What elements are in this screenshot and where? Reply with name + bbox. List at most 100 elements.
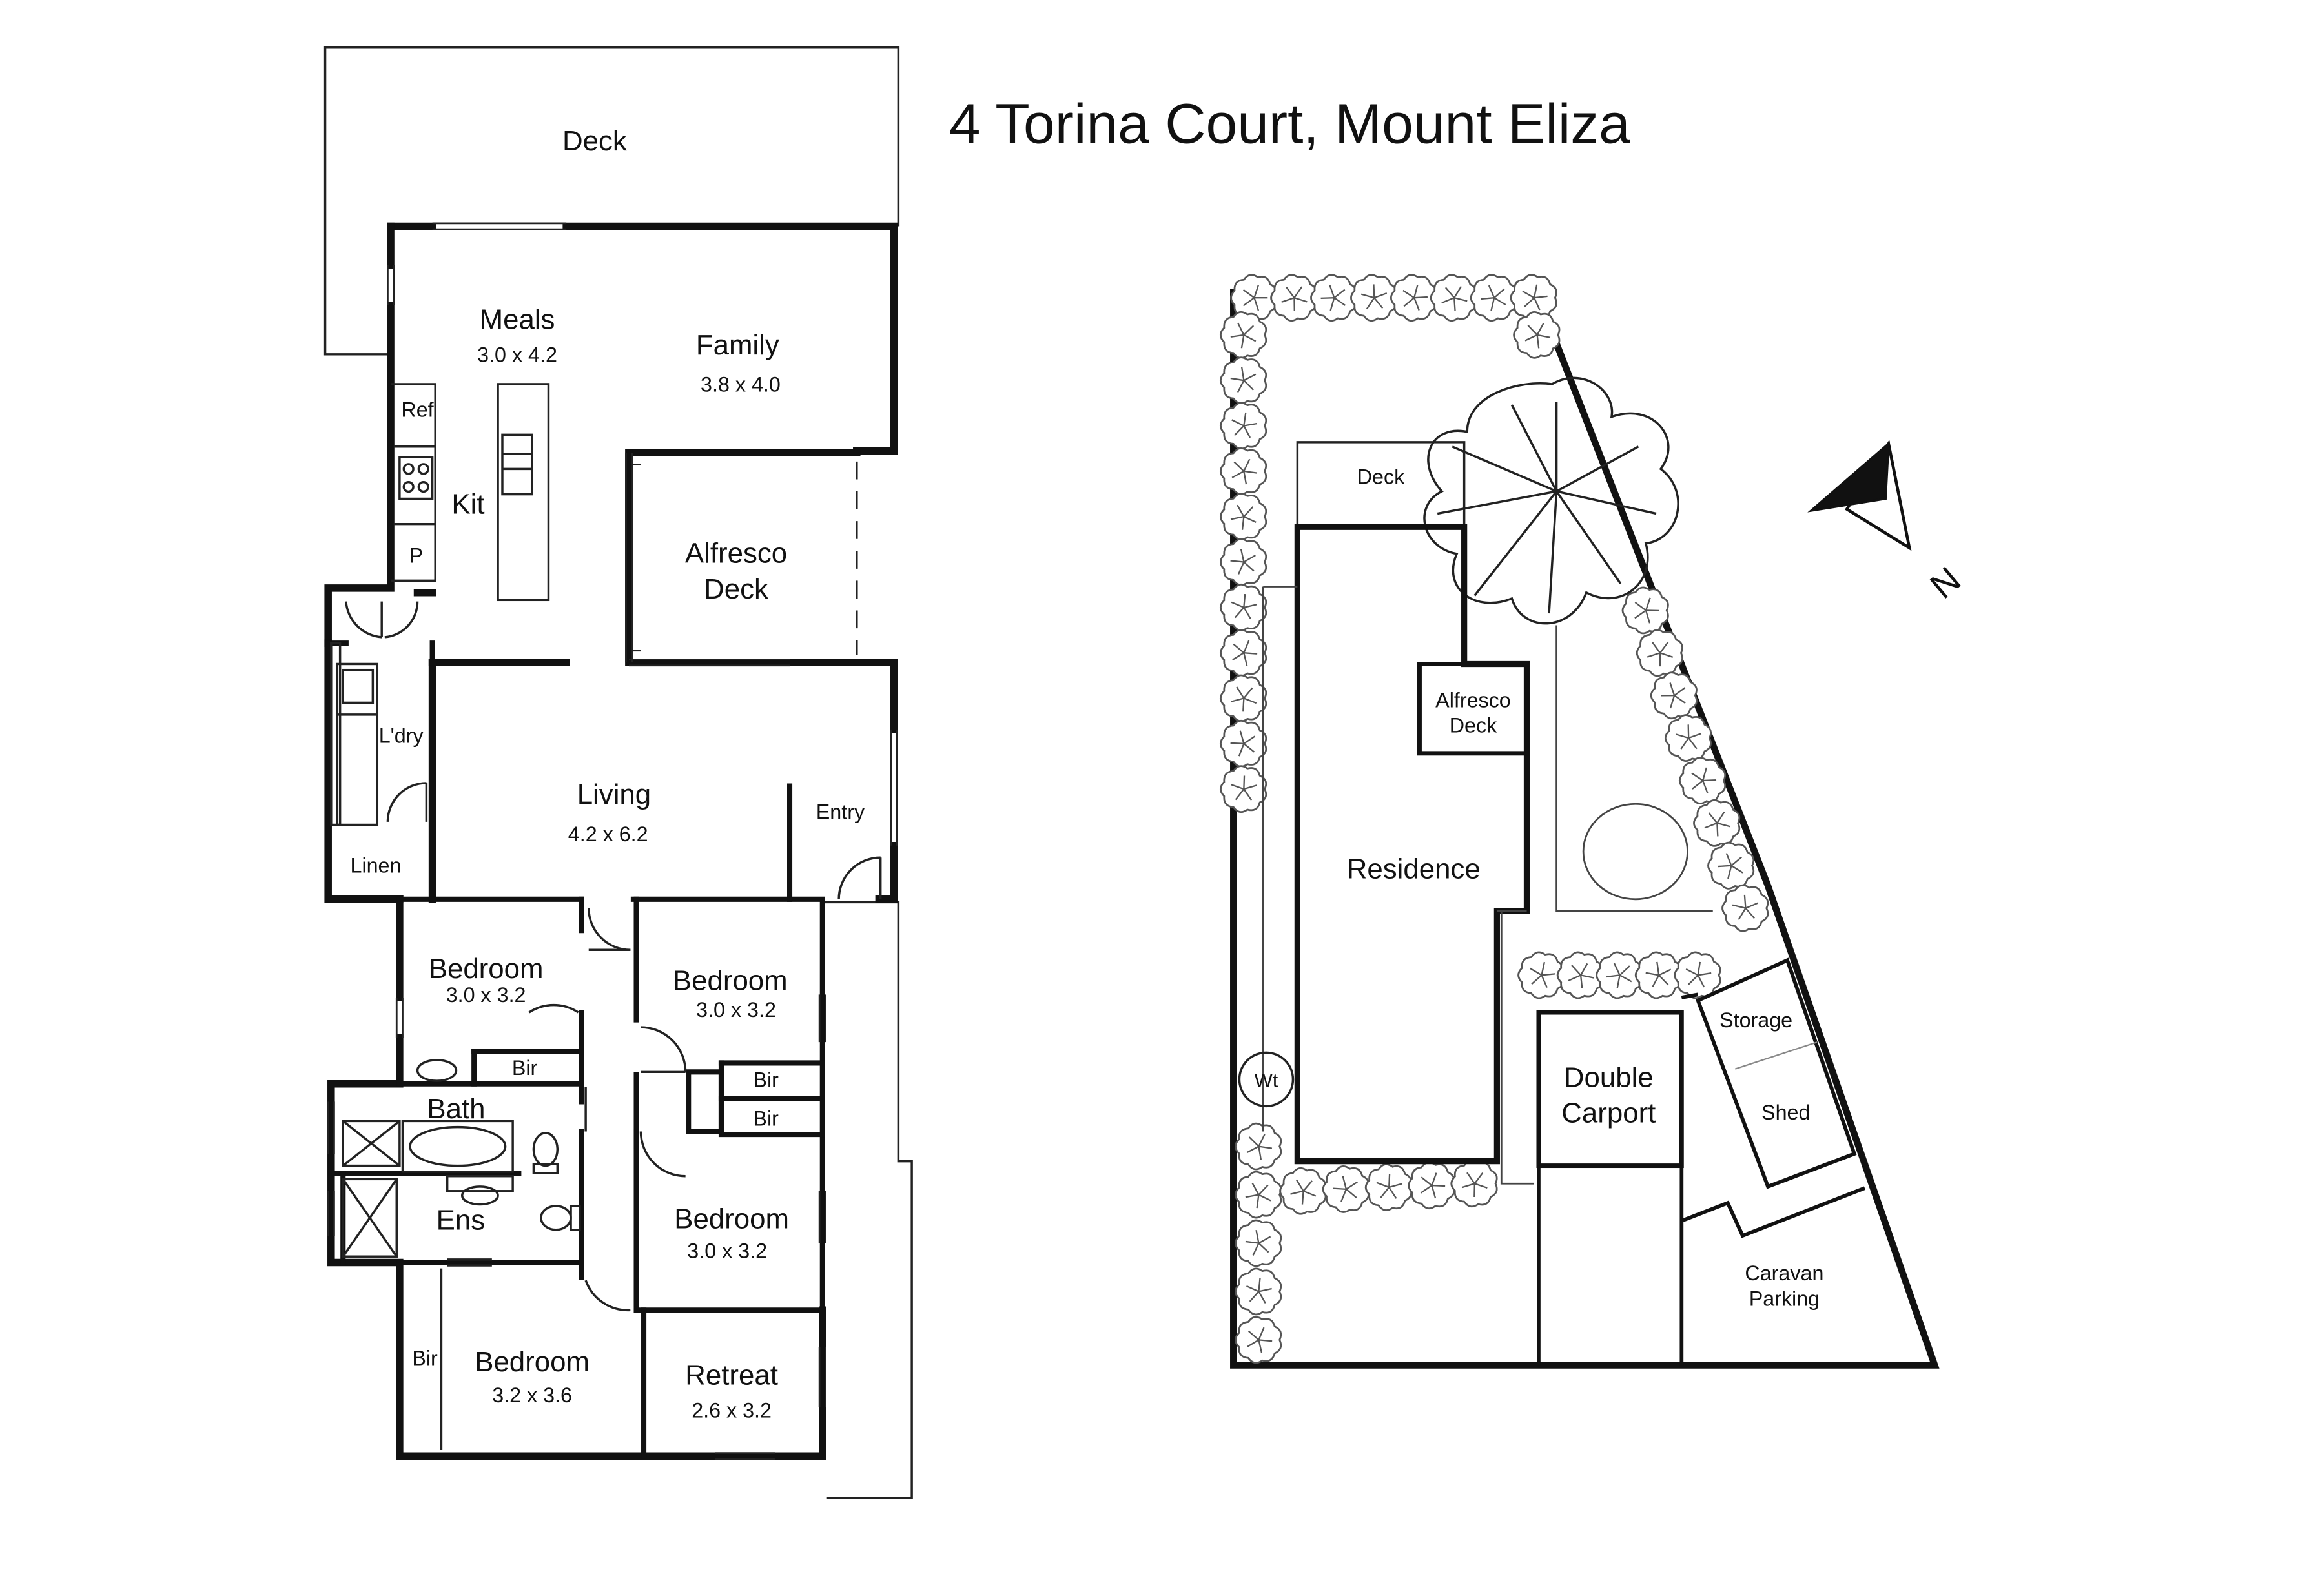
kitchen-island (497, 383, 550, 602)
site-alfresco-label-1: Alfresco (1435, 688, 1511, 711)
entry-label: Entry (816, 800, 865, 823)
bathroom-fittings (342, 1059, 581, 1258)
tree-icon (1220, 493, 1267, 541)
garden-trees (1220, 274, 1769, 1364)
tree-icon (1621, 586, 1669, 635)
storage-label: Storage (1719, 1008, 1792, 1032)
bir-2-label: Bir (753, 1068, 779, 1091)
bath-basin (416, 1059, 458, 1082)
site-alfresco (1417, 662, 1529, 756)
tree-icon (1310, 274, 1358, 322)
bath-shower (342, 1120, 401, 1167)
alfresco-label-2: Deck (704, 573, 768, 605)
tree-icon (1235, 1316, 1282, 1364)
bedroom-2-dims: 3.0 x 3.2 (446, 983, 526, 1007)
ens-shower (342, 1178, 398, 1258)
tree-icon (1220, 765, 1267, 813)
tree-icon (1220, 719, 1267, 768)
tree-icon (1220, 629, 1267, 677)
bath-label: Bath (427, 1093, 485, 1125)
shed-label: Shed (1761, 1101, 1810, 1124)
water-tank-label: Wt (1255, 1070, 1278, 1091)
laundry-label: L'dry (379, 724, 424, 748)
tree-icon (1636, 629, 1683, 677)
carport-label-1: Double (1564, 1061, 1654, 1093)
tree-icon (1235, 1219, 1282, 1267)
bedroom-2-label: Bedroom (429, 953, 544, 985)
site-alfresco-label-2: Deck (1450, 714, 1497, 737)
tree-icon (1235, 1171, 1282, 1219)
tree-icon (1350, 274, 1398, 322)
tree-icon (1664, 714, 1712, 762)
shed-outline (1696, 957, 1857, 1189)
family-dims: 3.8 x 4.0 (701, 373, 781, 396)
tree-icon (1674, 951, 1721, 999)
laundry-fittings (330, 642, 379, 826)
tree-icon (1650, 671, 1698, 720)
tree-icon (1678, 757, 1727, 804)
tree-icon (1322, 1165, 1370, 1213)
tree-icon (1279, 1167, 1327, 1215)
tree-icon (1364, 1163, 1412, 1211)
tree-icon (1235, 1267, 1282, 1316)
north-arrow-label: N (1923, 559, 1968, 606)
bedroom-3-dims: 3.0 x 3.2 (696, 998, 776, 1021)
tree-icon (1693, 799, 1741, 847)
ref-label: Ref (401, 398, 434, 422)
residence-outline (1294, 524, 1530, 1165)
tree-icon (1235, 1122, 1282, 1171)
living-label: Living (577, 779, 651, 810)
windows (327, 222, 898, 1460)
water-tank (1238, 1051, 1295, 1108)
tree-icon (1220, 402, 1267, 450)
tree-icon (1430, 274, 1477, 322)
side-path-outline (822, 901, 913, 1499)
tree-icon (1390, 274, 1437, 322)
kitchen-fittings (391, 383, 550, 602)
ens-basin (460, 1185, 499, 1206)
residence-label: Residence (1347, 854, 1481, 885)
meals-label: Meals (480, 304, 555, 336)
tree-icon (1270, 274, 1318, 322)
bathtub (409, 1125, 507, 1167)
pantry-label: P (409, 544, 423, 568)
family-label: Family (696, 329, 779, 361)
carport-label-2: Carport (1561, 1098, 1656, 1129)
tree-icon (1450, 1160, 1498, 1208)
kit-label: Kit (451, 489, 484, 520)
bedroom-3-label: Bedroom (673, 965, 788, 996)
carport-outline (1536, 1010, 1684, 1169)
tree-icon (1721, 884, 1769, 932)
bedroom-4-dims: 3.0 x 3.2 (687, 1240, 767, 1263)
floor-plan: Deck Meals 3.0 x 4.2 Family 3.8 x 4.0 Re… (323, 46, 913, 1499)
tree-icon (1517, 951, 1565, 999)
bedroom-4-label: Bedroom (674, 1203, 789, 1234)
site-plan-labels: Deck Alfresco Deck Residence Wt Double C… (1255, 465, 1824, 1310)
master-bedroom-dims: 3.2 x 3.6 (492, 1384, 572, 1407)
exterior-walls (324, 222, 898, 1460)
tree-icon (1220, 674, 1267, 722)
deck-label: Deck (562, 125, 627, 157)
tree-icon (1596, 951, 1643, 999)
tree-icon (1556, 951, 1604, 999)
site-deck-label: Deck (1357, 465, 1405, 488)
north-arrow-icon: N (1807, 440, 1968, 606)
tree-icon (1470, 274, 1517, 322)
floor-plan-labels: Deck Meals 3.0 x 4.2 Family 3.8 x 4.0 Re… (351, 125, 865, 1422)
tree-icon (1408, 1161, 1455, 1210)
tree-icon (1230, 274, 1278, 322)
tree-icon (1634, 951, 1682, 999)
tree-icon (1220, 447, 1267, 495)
driveway (1537, 992, 1865, 1366)
ens-label: Ens (436, 1205, 485, 1236)
alfresco-label-1: Alfresco (685, 538, 787, 569)
site-plan: N Deck Alfresco Deck Residence Wt Double… (1220, 274, 1968, 1369)
caravan-label-2: Parking (1749, 1287, 1820, 1310)
master-bedroom-label: Bedroom (475, 1346, 590, 1378)
tree-icon (1707, 841, 1755, 890)
living-dims: 4.2 x 6.2 (568, 823, 648, 846)
tree-icon (1220, 311, 1267, 359)
deck-outline (323, 46, 900, 356)
site-paths (1262, 586, 1713, 1185)
